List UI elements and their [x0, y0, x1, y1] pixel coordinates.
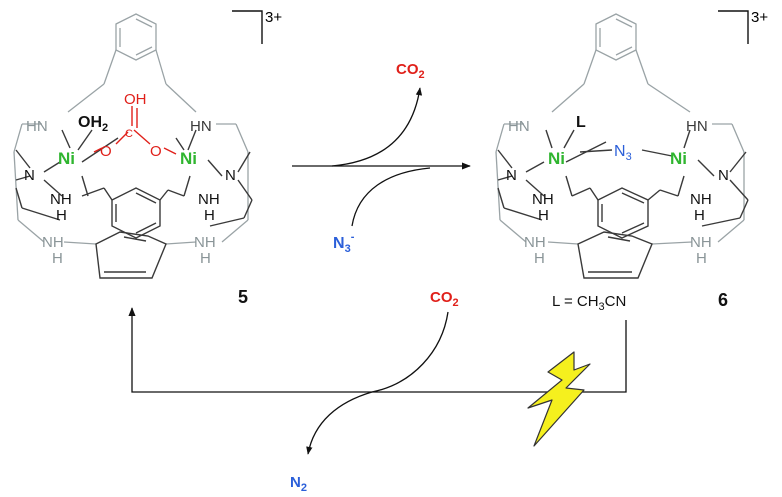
- nickel-label-5-left: Ni: [58, 149, 75, 168]
- complex-5: 3+: [13, 9, 282, 307]
- return-arrow-main: [128, 307, 627, 393]
- azide-entry-curve: [351, 167, 431, 227]
- bridge-o1-label: O: [100, 143, 112, 160]
- co2-top-label: CO2: [396, 61, 425, 81]
- nh-label-6-left: NH: [532, 191, 554, 208]
- hn-label-6-left: HN: [508, 118, 530, 135]
- compound-number-5: 5: [238, 287, 248, 307]
- forward-reaction-arrow: [292, 87, 471, 227]
- charge-label-6: 3+: [751, 9, 768, 26]
- bridge-c-label: C: [125, 128, 133, 140]
- complex-6: 3+: [495, 9, 768, 313]
- bridge-oh-label: OH: [124, 91, 147, 108]
- n2-label: N2: [290, 474, 307, 494]
- bottom-benzene-ring-5: [95, 231, 167, 279]
- cage-back-bonds-5: [13, 123, 249, 245]
- cage-front-bonds-6: [497, 129, 749, 227]
- compound-number-6: 6: [718, 290, 728, 310]
- middle-benzene-ring-6: [597, 187, 649, 239]
- n-label-5-right: N: [225, 167, 236, 184]
- carbonate-bridge: [93, 106, 177, 155]
- h-label-6-lower-right: H: [696, 250, 707, 267]
- top-benzene-ring-6: [551, 13, 691, 113]
- h-label-5-left: H: [56, 207, 67, 224]
- n-label-5-left: N: [24, 167, 35, 184]
- hn-label-5-left: HN: [26, 118, 48, 135]
- azide-bridge-label: N3: [614, 143, 632, 163]
- nh-label-5-left: NH: [50, 191, 72, 208]
- ligand-l-label: L: [576, 114, 586, 131]
- n2-release-arrow: [306, 391, 373, 455]
- cage-back-bonds-6: [495, 123, 745, 245]
- h-label-6-right: H: [694, 207, 705, 224]
- nh-label-6-right: NH: [690, 191, 712, 208]
- nickel-label-5-right: Ni: [180, 149, 197, 168]
- nh-label-5-lower-right: NH: [194, 234, 216, 251]
- bridge-o2-label: O: [150, 143, 162, 160]
- top-benzene-ring-5: [67, 13, 197, 113]
- nickel-label-6-right: Ni: [670, 149, 687, 168]
- nickel-label-6-left: Ni: [548, 149, 565, 168]
- co2-bottom-label: CO2: [430, 289, 459, 309]
- ligand-definition: L = CH3CN: [552, 293, 626, 313]
- charge-label-5: 3+: [265, 9, 282, 26]
- bottom-benzene-ring-6: [577, 231, 653, 279]
- nh-label-6-lower-left: NH: [524, 234, 546, 251]
- h-label-6-left: H: [538, 207, 549, 224]
- h-label-5-right: H: [204, 207, 215, 224]
- nh-label-5-lower-left: NH: [42, 234, 64, 251]
- h-label-6-lower-left: H: [534, 250, 545, 267]
- hn-label-5-right: HN: [190, 118, 212, 135]
- cage-front-bonds-5: [15, 129, 253, 227]
- h-label-5-lower-right: H: [200, 250, 211, 267]
- azide-ion-label: N3-: [333, 231, 355, 255]
- hn-label-6-right: HN: [686, 118, 708, 135]
- n-label-6-left: N: [506, 167, 517, 184]
- co2-uptake-curve: [371, 311, 449, 393]
- charge-bracket-5: [232, 10, 263, 44]
- charge-bracket-6: [718, 10, 749, 44]
- aqua-ligand-label: OH2: [78, 114, 108, 134]
- co2-release-arrow: [331, 87, 423, 167]
- n-label-6-right: N: [718, 167, 729, 184]
- lightning-bolt-icon: [527, 351, 591, 447]
- h-label-5-lower-left: H: [52, 250, 63, 267]
- nh-label-6-lower-right: NH: [690, 234, 712, 251]
- return-reaction-arrow: [128, 307, 627, 455]
- middle-benzene-ring-5: [111, 187, 161, 239]
- nh-label-5-right: NH: [198, 191, 220, 208]
